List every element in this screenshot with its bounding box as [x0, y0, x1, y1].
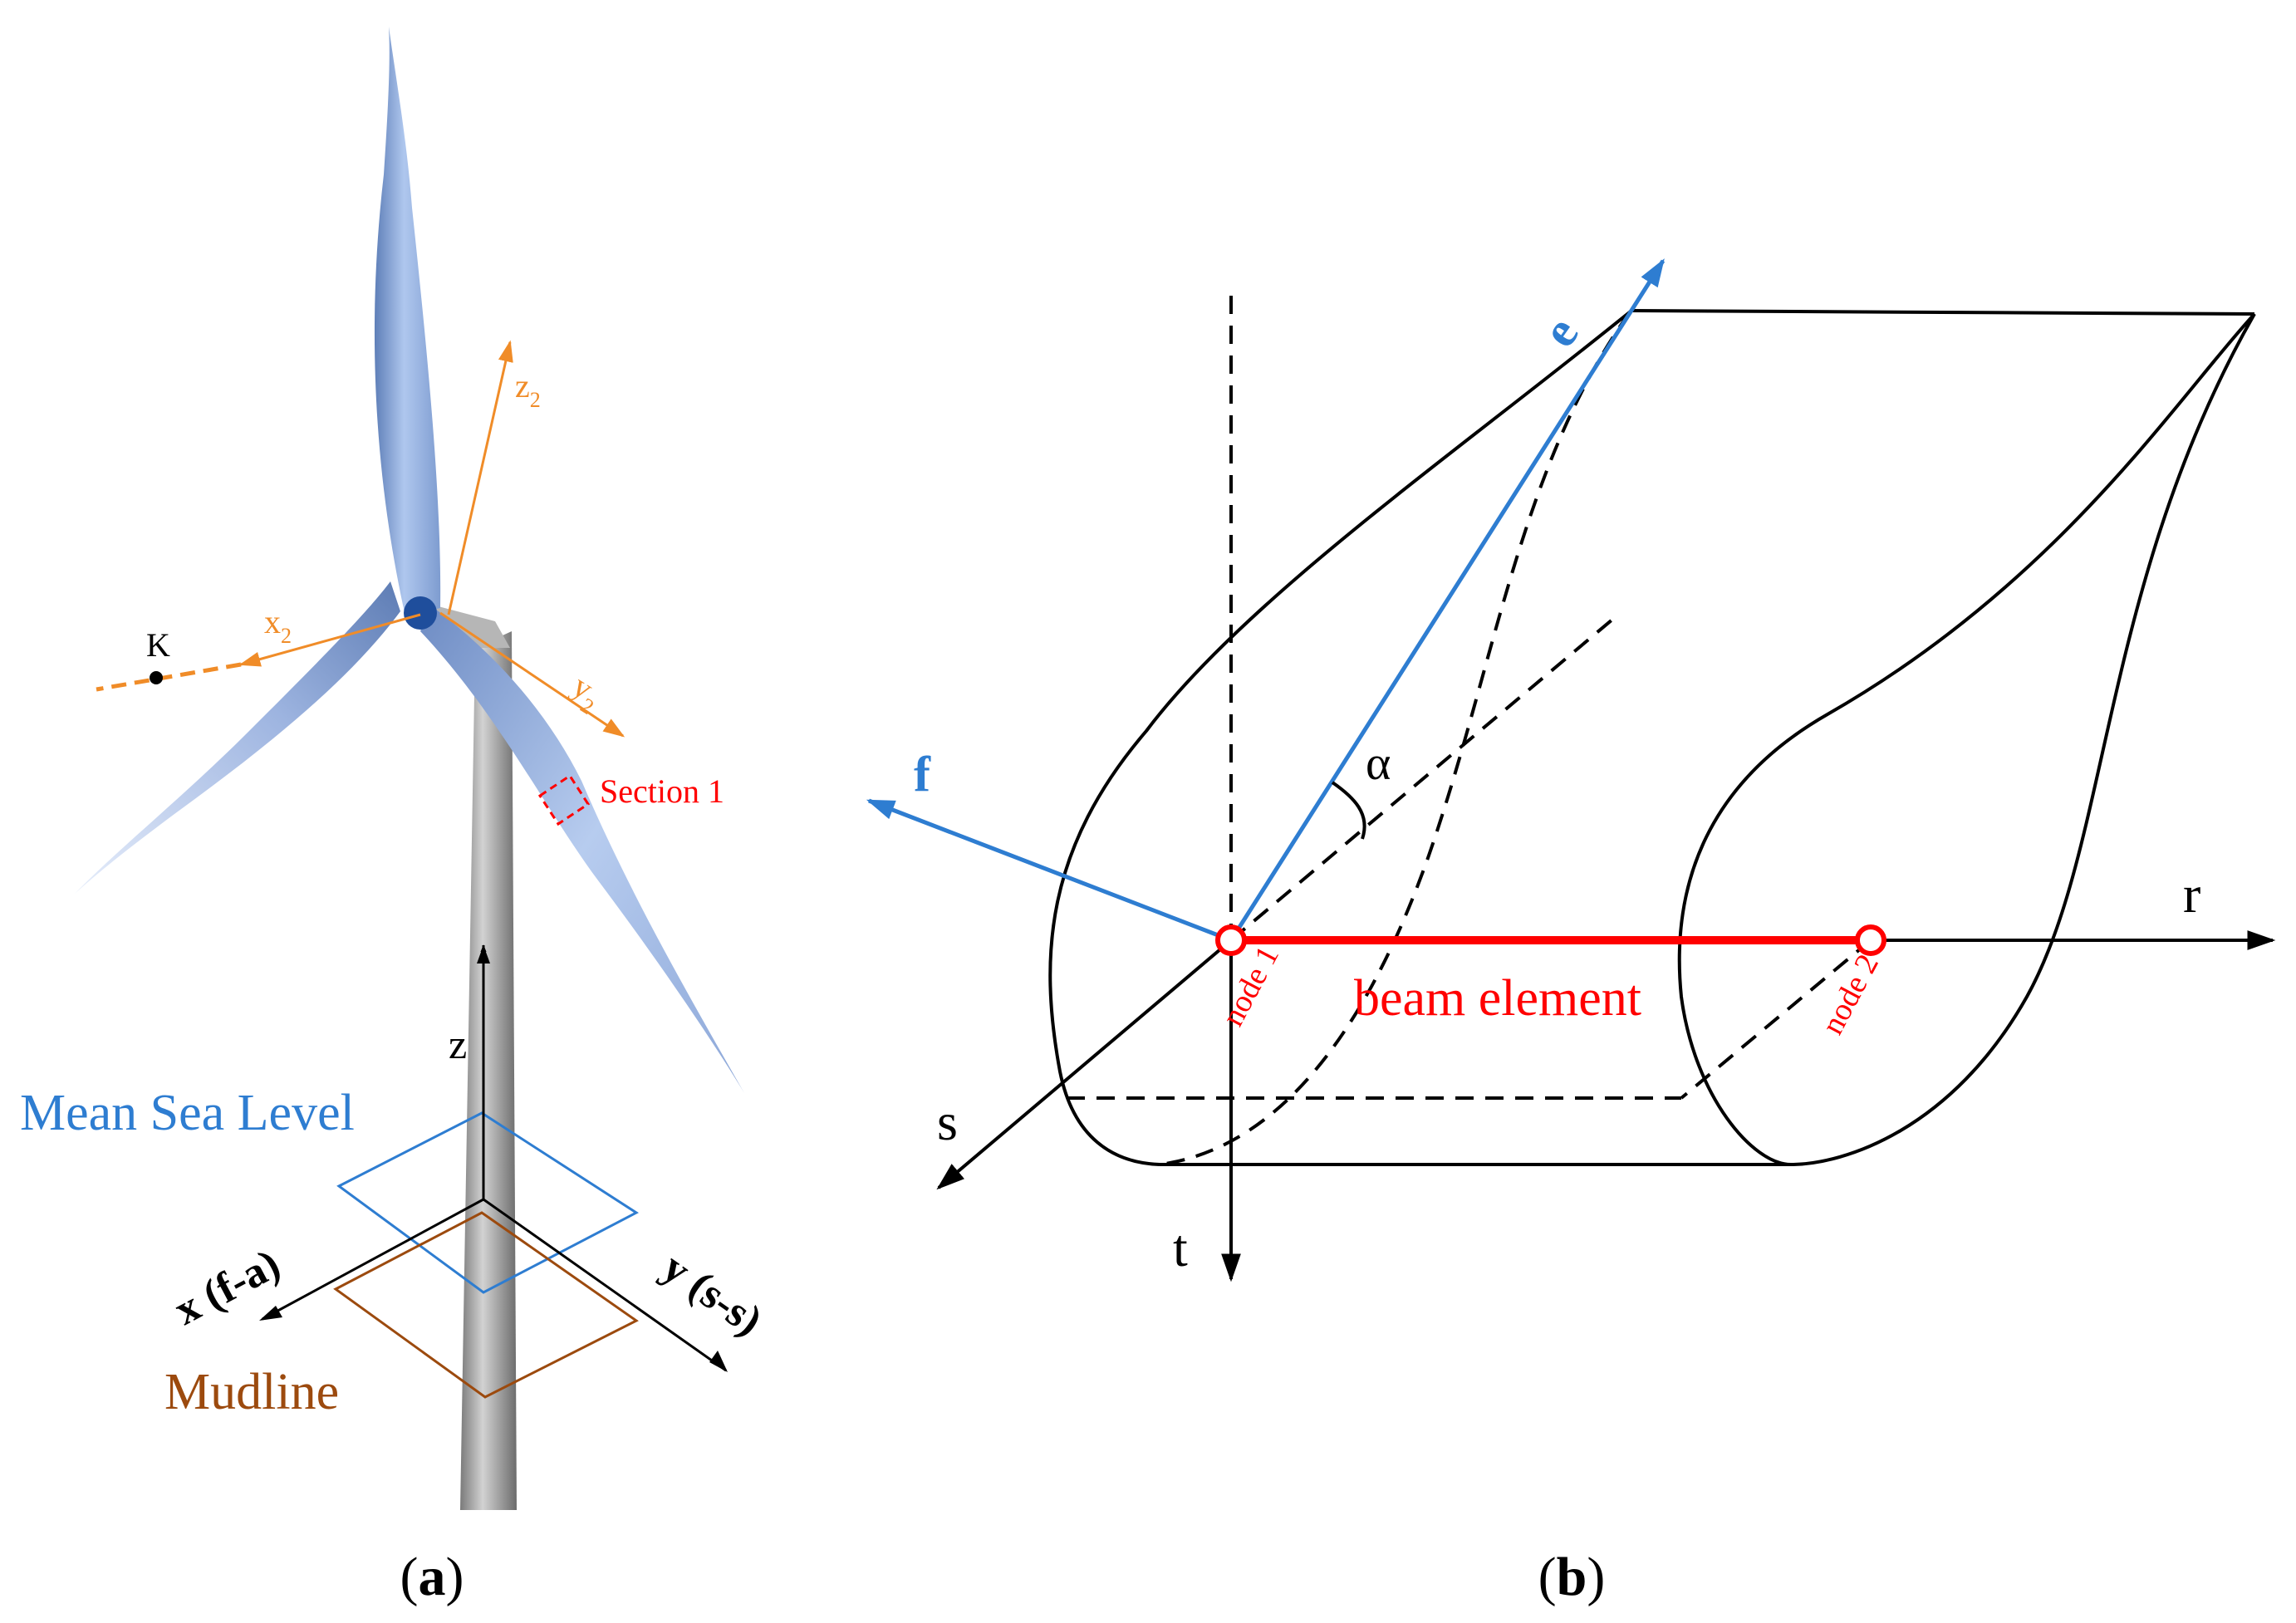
axis-y2 — [439, 611, 626, 738]
panel-b-labels: r s t e f α beam element node 1 node 2 (… — [914, 307, 2200, 1607]
node2-dashed-line — [1680, 939, 1872, 1100]
mudline-plane — [333, 1211, 639, 1399]
blade-left — [75, 581, 400, 894]
caption-a: (a) — [400, 1547, 464, 1607]
label-mean-sea-level: Mean Sea Level — [20, 1085, 355, 1141]
label-beam-element: beam element — [1354, 970, 1641, 1027]
label-x2: x2 — [264, 603, 292, 648]
left-section-outline — [1048, 309, 1633, 1166]
label-r: r — [2183, 865, 2200, 924]
label-z2: z2 — [515, 367, 541, 412]
node-1-marker — [1215, 924, 1247, 956]
panel-b — [866, 258, 2276, 1282]
diagonal-dashed-line — [1229, 613, 1620, 942]
label-y2: y2 — [562, 667, 610, 719]
nacelle — [432, 605, 510, 648]
point-k — [150, 671, 163, 684]
label-z-ground: z — [449, 1021, 467, 1067]
vector-e — [1229, 258, 1666, 942]
label-x-ground: x (f-a) — [167, 1240, 287, 1334]
label-mudline: Mudline — [164, 1364, 339, 1420]
axis-x2 — [238, 613, 421, 667]
axis-s — [936, 939, 1233, 1190]
caption-b: (b) — [1538, 1547, 1606, 1607]
top-edge — [1631, 309, 2255, 316]
axis-x-ground — [262, 1198, 484, 1321]
vector-f — [866, 798, 1232, 943]
panel-a: z2 x2 y2 K Section 1 z x (f-a) y (s-s) M… — [20, 27, 770, 1607]
blade-up — [374, 27, 441, 616]
msl-plane — [336, 1111, 639, 1294]
label-alpha: α — [1366, 736, 1391, 790]
blade-right — [420, 606, 744, 1093]
label-section-1: Section 1 — [600, 772, 724, 810]
axis-z2 — [447, 340, 513, 615]
axis-x2-extension — [96, 662, 242, 692]
label-s: s — [937, 1092, 958, 1151]
right-section-outline — [1677, 312, 2256, 1167]
angle-arc — [1331, 781, 1366, 840]
tower — [460, 631, 517, 1510]
axis-y-ground — [483, 1198, 727, 1372]
label-e: e — [1531, 307, 1588, 357]
label-t: t — [1173, 1218, 1188, 1277]
label-f: f — [914, 747, 931, 802]
label-node-2: node 2 — [1815, 949, 1886, 1040]
section-dashed-curve — [1159, 311, 1631, 1166]
hub — [404, 596, 437, 630]
label-y-ground: y (s-s) — [654, 1243, 770, 1345]
node-2-marker — [1855, 924, 1886, 956]
section-marker — [537, 773, 591, 826]
label-k: K — [146, 626, 170, 664]
